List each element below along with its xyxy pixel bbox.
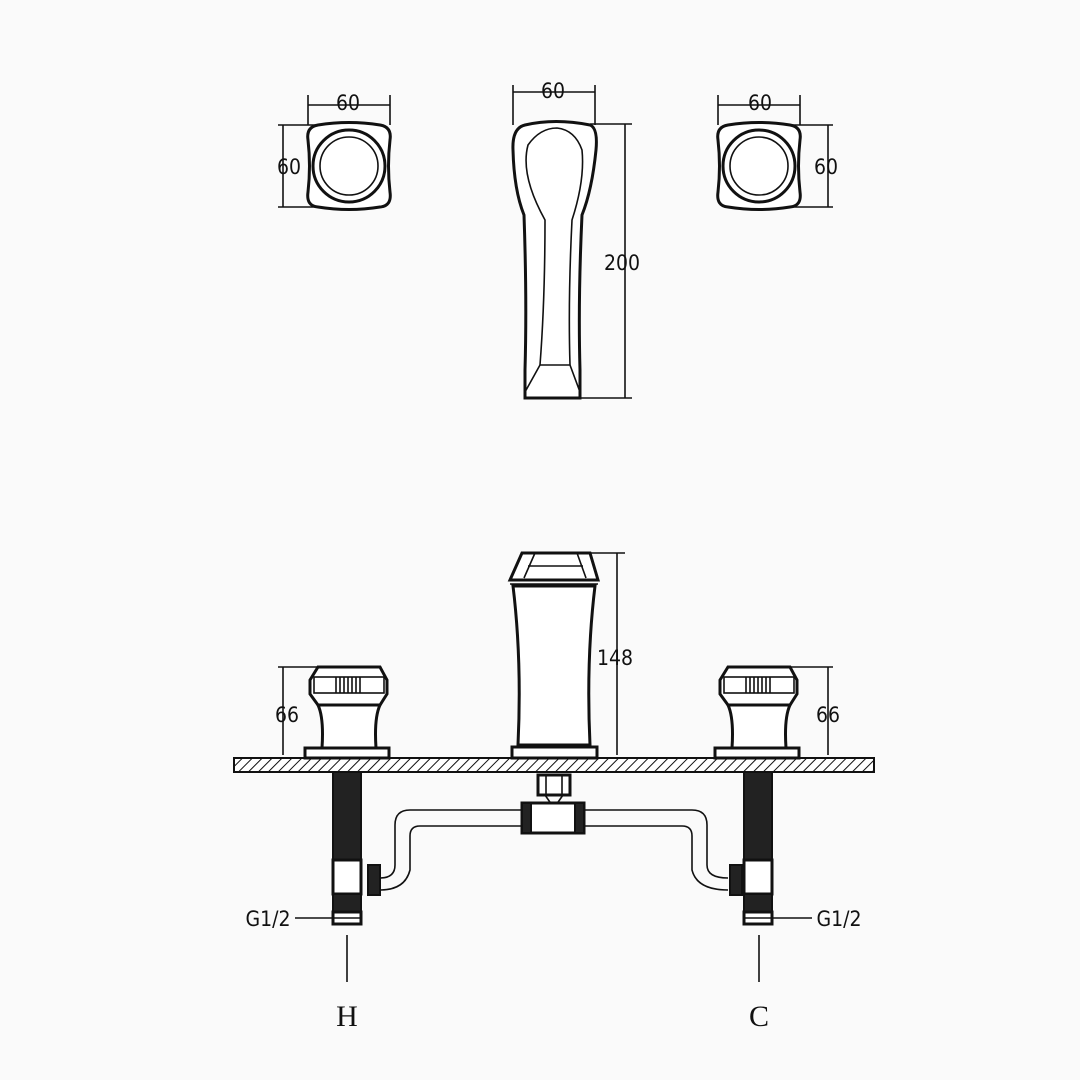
hot-water-label: H [336,1000,358,1033]
front-right-handle [713,665,833,760]
front-left-handle [278,665,391,760]
top-left-handle-height-dimension: 60 [277,155,301,179]
right-thread-size-label: G1/2 [816,907,861,931]
front-right-handle-height-dimension: 66 [816,703,840,727]
top-spout-width-dimension: 60 [541,79,565,103]
front-spout [507,551,625,760]
top-left-handle-width-dimension: 60 [336,91,360,115]
top-right-handle-width-dimension: 60 [748,91,772,115]
top-spout-length-dimension: 200 [604,251,640,275]
left-thread-size-label: G1/2 [245,907,290,931]
front-left-handle-height-dimension: 66 [275,703,299,727]
front-spout-height-dimension: 148 [597,646,633,670]
countertop-section [233,757,875,773]
cold-water-label: C [749,1000,769,1033]
top-left-handle [278,95,392,211]
top-right-handle [716,95,833,211]
top-right-handle-height-dimension: 60 [814,155,838,179]
under-counter-plumbing [295,771,812,982]
top-spout [511,85,632,400]
